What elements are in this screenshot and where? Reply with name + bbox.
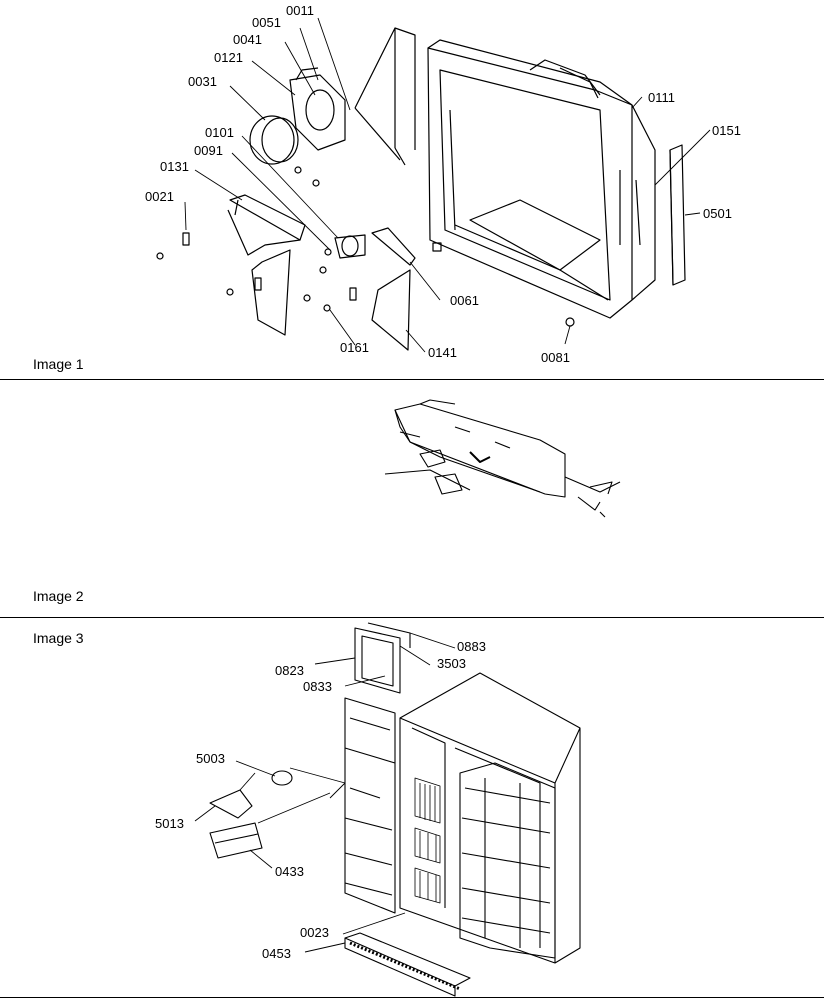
callout-0151: 0151 [712, 123, 741, 138]
callout-0031: 0031 [188, 74, 217, 89]
dispenser-tray [209, 822, 263, 859]
image1-caption: Image 1 [33, 356, 84, 372]
callout-5003: 5003 [196, 751, 225, 766]
image3-refrigerator-view: 0883 3503 0823 0833 5003 5013 0433 0023 … [155, 622, 581, 997]
callout-0011: 0011 [286, 3, 314, 18]
cabinet [399, 672, 581, 964]
callout-0121: 0121 [214, 50, 243, 65]
callout-0161: 0161 [340, 340, 369, 355]
callout-3503: 3503 [437, 656, 466, 671]
leader-lines-3 [194, 632, 456, 953]
image3-callout-labels: 0883 3503 0823 0833 5003 5013 0433 0023 … [155, 639, 486, 961]
freezer-door [344, 697, 396, 914]
callout-5013: 5013 [155, 816, 184, 831]
fan-housing [289, 67, 346, 151]
divider-bottom [0, 997, 824, 998]
divider-1 [0, 379, 824, 380]
callout-0061: 0061 [450, 293, 479, 308]
callout-0501: 0501 [703, 206, 732, 221]
callout-0833: 0833 [303, 679, 332, 694]
fridge-door [459, 762, 556, 959]
image2-caption: Image 2 [33, 588, 84, 604]
rear-panels [354, 27, 416, 166]
callout-0883: 0883 [457, 639, 486, 654]
callout-0433: 0433 [275, 864, 304, 879]
leader-lines-1 [184, 17, 711, 353]
callout-0823: 0823 [275, 663, 304, 678]
callout-0041: 0041 [233, 32, 262, 47]
image3-caption: Image 3 [33, 630, 84, 646]
dispenser-parts [209, 770, 293, 819]
clips [182, 232, 442, 301]
screws [156, 166, 575, 327]
damper-left [227, 194, 306, 336]
callout-0101: 0101 [205, 125, 234, 140]
image1-exploded-view: 0011 0051 0041 0121 0031 0101 0091 0131 … [145, 3, 741, 365]
side-strip [669, 144, 686, 286]
divider-2 [0, 617, 824, 618]
control-module [354, 622, 411, 694]
damper-right [371, 227, 416, 351]
base-grille [344, 932, 471, 997]
image1-callout-labels: 0011 0051 0041 0121 0031 0101 0091 0131 … [145, 3, 741, 365]
callout-0111: 0111 [648, 90, 675, 105]
callout-0051: 0051 [252, 15, 281, 30]
liner-housing [427, 39, 656, 319]
callout-0141: 0141 [428, 345, 457, 360]
callout-0091: 0091 [194, 143, 223, 158]
fan-blade [249, 115, 299, 165]
damper-motor [334, 234, 366, 259]
callout-0021: 0021 [145, 189, 174, 204]
callout-0131: 0131 [160, 159, 189, 174]
freezer-baskets [414, 777, 441, 904]
callout-0453: 0453 [262, 946, 291, 961]
callout-0081: 0081 [541, 350, 570, 365]
image2-sketch [384, 399, 621, 518]
callout-0023: 0023 [300, 925, 329, 940]
